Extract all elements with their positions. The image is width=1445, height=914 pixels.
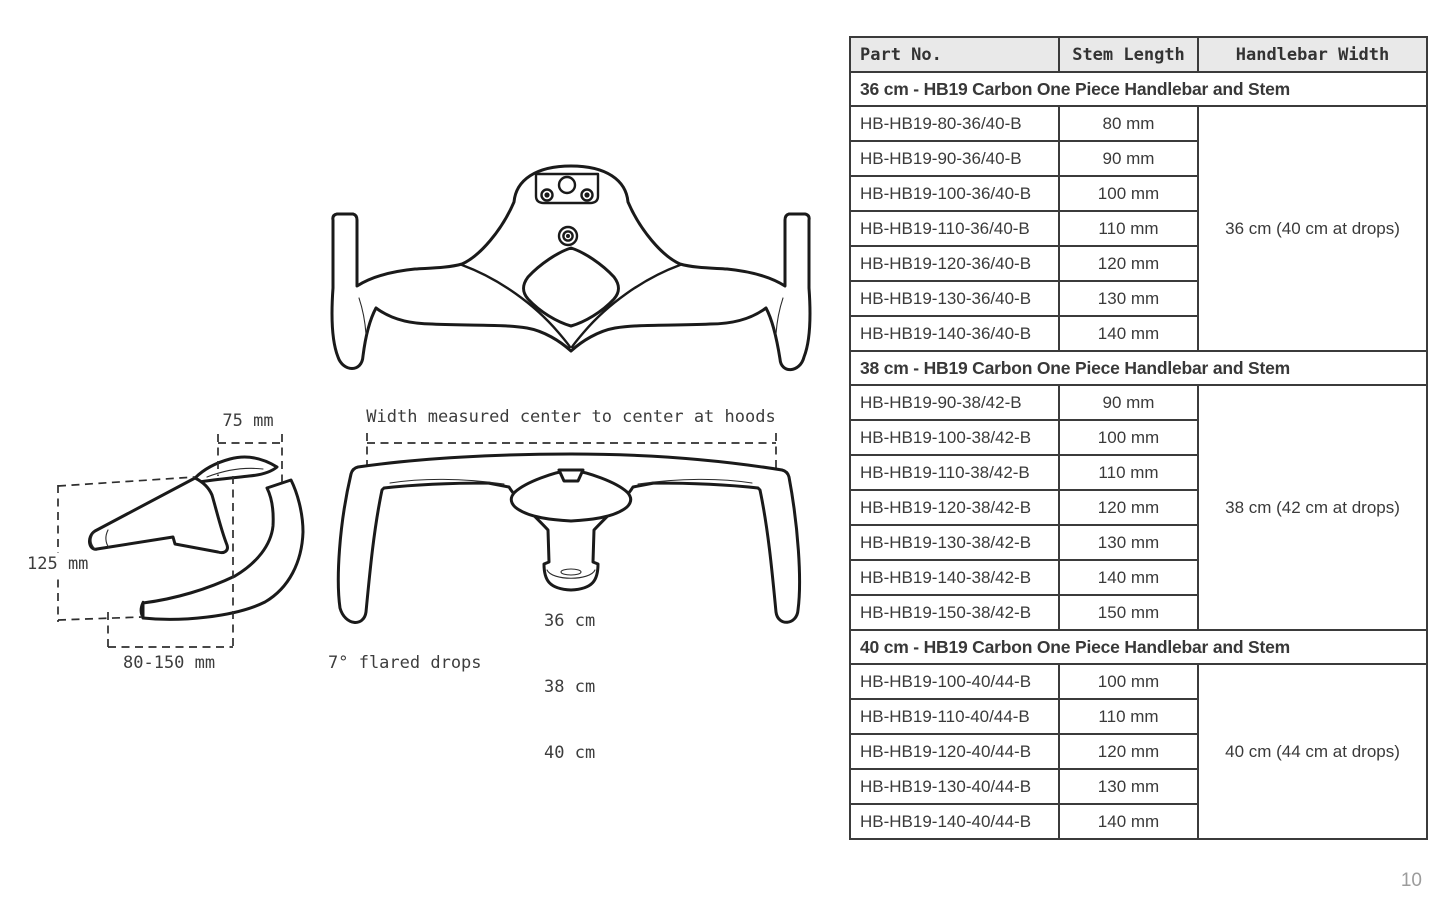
stem-length-cell: 110 mm bbox=[1058, 698, 1199, 735]
part-no-cell: HB-HB19-90-36/40-B bbox=[849, 140, 1060, 177]
handlebar-width-cell: 40 cm (44 cm at drops) bbox=[1197, 663, 1428, 840]
spec-table-body: 36 cm - HB19 Carbon One Piece Handlebar … bbox=[849, 71, 1428, 840]
side-view-drawing bbox=[57, 434, 305, 649]
stem-length-cell: 100 mm bbox=[1058, 663, 1199, 700]
part-no-cell: HB-HB19-120-36/40-B bbox=[849, 245, 1060, 282]
stem-length-cell: 130 mm bbox=[1058, 768, 1199, 805]
stem-length-cell: 130 mm bbox=[1058, 280, 1199, 317]
handlebar-width-cell: 38 cm (42 cm at drops) bbox=[1197, 384, 1428, 631]
reach-dimension-label: 75 mm bbox=[222, 411, 274, 431]
width-option: 36 cm bbox=[544, 611, 596, 631]
stem-length-cell: 120 mm bbox=[1058, 489, 1199, 526]
part-no-cell: HB-HB19-130-40/44-B bbox=[849, 768, 1060, 805]
part-no-cell: HB-HB19-150-38/42-B bbox=[849, 594, 1060, 631]
stem-length-cell: 110 mm bbox=[1058, 454, 1199, 491]
section-title: 36 cm - HB19 Carbon One Piece Handlebar … bbox=[849, 71, 1428, 107]
part-no-cell: HB-HB19-120-40/44-B bbox=[849, 733, 1060, 770]
stem-range-dimension-label: 80-150 mm bbox=[121, 653, 218, 673]
column-header-part-no: Part No. bbox=[849, 36, 1060, 73]
part-no-cell: HB-HB19-110-36/40-B bbox=[849, 210, 1060, 247]
stem-length-cell: 120 mm bbox=[1058, 245, 1199, 282]
width-options-list: 36 cm 38 cm 40 cm bbox=[544, 566, 595, 808]
side-dimensions bbox=[57, 434, 283, 649]
section-title: 40 cm - HB19 Carbon One Piece Handlebar … bbox=[849, 629, 1428, 665]
part-no-cell: HB-HB19-110-38/42-B bbox=[849, 454, 1060, 491]
stem-length-cell: 100 mm bbox=[1058, 175, 1199, 212]
part-no-cell: HB-HB19-130-36/40-B bbox=[849, 280, 1060, 317]
part-no-cell: HB-HB19-90-38/42-B bbox=[849, 384, 1060, 421]
stem-length-cell: 120 mm bbox=[1058, 733, 1199, 770]
page-number: 10 bbox=[1400, 870, 1422, 891]
drop-dimension-label: 125 mm bbox=[24, 553, 92, 575]
table-header-row: Part No. Stem Length Handlebar Width bbox=[849, 36, 1428, 73]
part-no-cell: HB-HB19-100-36/40-B bbox=[849, 175, 1060, 212]
stem-length-cell: 80 mm bbox=[1058, 105, 1199, 142]
stem-length-cell: 150 mm bbox=[1058, 594, 1199, 631]
stem-length-cell: 110 mm bbox=[1058, 210, 1199, 247]
handlebar-width-cell: 36 cm (40 cm at drops) bbox=[1197, 105, 1428, 352]
section-header-row: 40 cm - HB19 Carbon One Piece Handlebar … bbox=[849, 629, 1428, 665]
stem-length-cell: 100 mm bbox=[1058, 419, 1199, 456]
part-no-cell: HB-HB19-140-40/44-B bbox=[849, 803, 1060, 840]
width-option: 40 cm bbox=[544, 743, 596, 763]
part-no-cell: HB-HB19-110-40/44-B bbox=[849, 698, 1060, 735]
part-no-cell: HB-HB19-120-38/42-B bbox=[849, 489, 1060, 526]
clamp-center-hole bbox=[557, 175, 577, 195]
width-note: Width measured center to center at hoods bbox=[366, 407, 776, 427]
section-header-row: 36 cm - HB19 Carbon One Piece Handlebar … bbox=[849, 71, 1428, 107]
part-no-cell: HB-HB19-130-38/42-B bbox=[849, 524, 1060, 561]
stem-length-cell: 90 mm bbox=[1058, 384, 1199, 421]
stem-length-cell: 140 mm bbox=[1058, 315, 1199, 352]
width-option: 38 cm bbox=[544, 677, 596, 697]
spec-table: Part No. Stem Length Handlebar Width 36 … bbox=[849, 36, 1428, 840]
part-no-cell: HB-HB19-140-38/42-B bbox=[849, 559, 1060, 596]
front-view-drawing bbox=[336, 433, 802, 624]
part-no-cell: HB-HB19-80-36/40-B bbox=[849, 105, 1060, 142]
top-view-drawing bbox=[330, 164, 812, 372]
part-no-cell: HB-HB19-140-36/40-B bbox=[849, 315, 1060, 352]
section-header-row: 38 cm - HB19 Carbon One Piece Handlebar … bbox=[849, 350, 1428, 386]
flare-note: 7° flared drops bbox=[328, 653, 482, 673]
part-no-cell: HB-HB19-100-40/44-B bbox=[849, 663, 1060, 700]
column-header-handlebar-width: Handlebar Width bbox=[1197, 36, 1428, 73]
stem-length-cell: 90 mm bbox=[1058, 140, 1199, 177]
part-no-cell: HB-HB19-100-38/42-B bbox=[849, 419, 1060, 456]
stem-length-cell: 130 mm bbox=[1058, 524, 1199, 561]
column-header-stem-length: Stem Length bbox=[1058, 36, 1199, 73]
stem-length-cell: 140 mm bbox=[1058, 803, 1199, 840]
section-title: 38 cm - HB19 Carbon One Piece Handlebar … bbox=[849, 350, 1428, 386]
stem-length-cell: 140 mm bbox=[1058, 559, 1199, 596]
